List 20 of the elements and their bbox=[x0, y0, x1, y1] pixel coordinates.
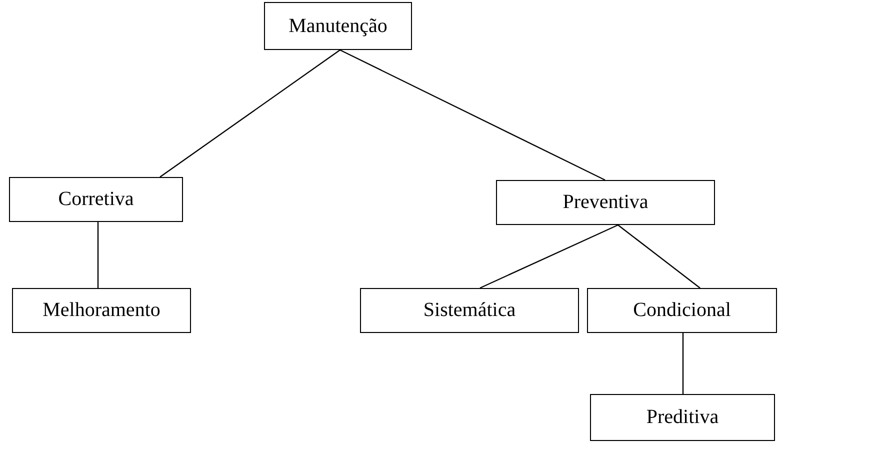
category-box bbox=[264, 2, 412, 50]
category-box bbox=[9, 177, 183, 222]
category-label: Melhoramento bbox=[42, 299, 160, 322]
category-label: Manutenção bbox=[288, 14, 388, 38]
category-label: Preditiva bbox=[646, 406, 719, 429]
category-label: Preventiva bbox=[562, 191, 648, 214]
category-label: Sistemática bbox=[423, 299, 516, 322]
connector-line bbox=[160, 50, 340, 178]
category-box bbox=[587, 288, 777, 333]
category-box bbox=[12, 288, 191, 333]
connector-line bbox=[480, 224, 618, 289]
connector-line bbox=[682, 333, 684, 394]
connector-line bbox=[97, 222, 99, 288]
category-label: Corretiva bbox=[58, 188, 134, 211]
connector-line bbox=[618, 224, 700, 288]
connector-line bbox=[340, 49, 606, 181]
category-box bbox=[496, 180, 715, 225]
category-box bbox=[360, 288, 579, 333]
category-box bbox=[590, 394, 775, 441]
category-label: Condicional bbox=[633, 299, 731, 322]
